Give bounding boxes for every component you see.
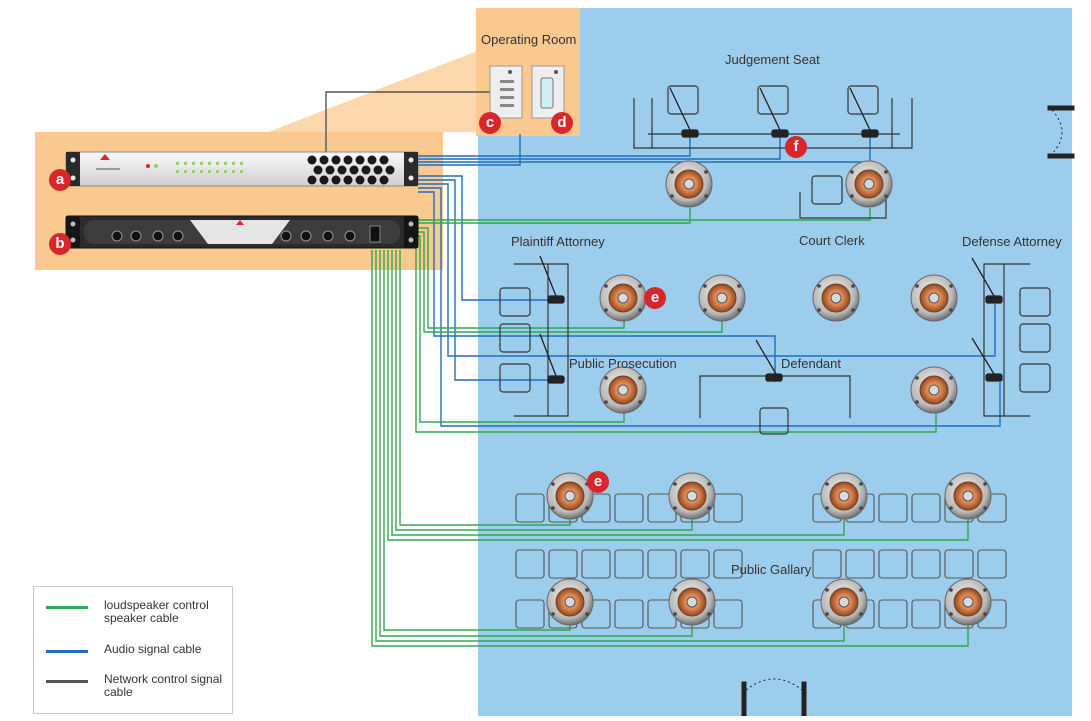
legend-swatch-gray [46,680,88,683]
legend-label: Audio signal cable [104,642,202,656]
gallery-chair [944,549,974,579]
wall-panel-c [489,65,523,119]
judge-microphones [669,87,879,138]
plaintiff-desk [499,263,569,417]
rack-unit-a [65,151,419,187]
rack-unit-b [65,215,419,249]
ceiling-speaker [845,160,893,208]
public-prosecution-label: Public Prosecution [569,356,677,371]
ceiling-speaker [944,472,992,520]
wall-panel-d [531,65,565,119]
gallery-chair [548,549,578,579]
gallery-chair [713,549,743,579]
ceiling-speaker [668,472,716,520]
ceiling-speaker [944,578,992,626]
ceiling-speaker [820,472,868,520]
projection-wedge [268,50,500,132]
gallery-chair [812,549,842,579]
ceiling-speaker [812,274,860,322]
defense-microphones [971,257,1003,382]
defendant-label: Defendant [781,356,841,371]
ceiling-speaker [546,578,594,626]
gallery-chair [878,493,908,523]
badge-f: f [785,136,807,158]
gallery-chair [515,599,545,629]
gallery-chair [515,549,545,579]
gallery-chair [911,493,941,523]
judgement-seat-label: Judgement Seat [725,52,820,67]
operating-room-label: Operating Room [481,32,577,47]
badge-a: a [49,169,71,191]
ceiling-speaker [910,366,958,414]
audio-cables [416,134,1001,427]
badge-c: c [479,112,501,134]
legend-item-network-cable: Network control signal cable [46,673,224,699]
gallery-chair [713,493,743,523]
gallery-chair [581,549,611,579]
gallery-chair [614,493,644,523]
plaintiff-microphones [539,255,565,384]
clerk-desk [799,175,887,219]
court-clerk-label: Court Clerk [799,233,865,248]
legend-swatch-blue [46,650,88,653]
ceiling-speaker [820,578,868,626]
badge-e-upper: e [644,287,666,309]
defendant-microphone [755,339,783,382]
badge-e-lower: e [587,471,609,493]
gallery-chair [614,549,644,579]
legend-swatch-green [46,606,88,609]
ceiling-speaker [910,274,958,322]
badge-b: b [49,233,71,255]
gallery-chair [614,599,644,629]
gallery-chair [911,599,941,629]
legend-item-audio-cable: Audio signal cable [46,643,224,656]
gallery-chair [515,493,545,523]
public-gallery-label: Public Gallary [731,562,812,577]
legend-label: loudspeaker control speaker cable [104,598,209,625]
legend-item-speaker-cable: loudspeaker control speaker cable [46,599,224,625]
ceiling-speaker [599,366,647,414]
legend: loudspeaker control speaker cable Audio … [33,586,233,714]
badge-d: d [551,112,573,134]
ceiling-speaker [668,578,716,626]
gallery-chair [713,599,743,629]
ceiling-speaker [665,160,713,208]
defense-desk [983,263,1051,417]
ceiling-speaker [698,274,746,322]
gallery-chair [977,549,1007,579]
defense-attorney-label: Defense Attorney [962,234,1062,249]
ceiling-speaker [599,274,647,322]
gallery-chair [647,549,677,579]
ceiling-speakers [546,160,992,626]
gallery-chair [878,599,908,629]
gallery-chair [878,549,908,579]
gallery-chair [845,549,875,579]
plaintiff-attorney-label: Plaintiff Attorney [511,234,605,249]
gallery-chair [680,549,710,579]
right-door [1047,105,1075,159]
legend-label: Network control signal cable [104,672,223,699]
gallery-chair [911,549,941,579]
speaker-cables [371,208,969,647]
ceiling-speaker [546,472,594,520]
